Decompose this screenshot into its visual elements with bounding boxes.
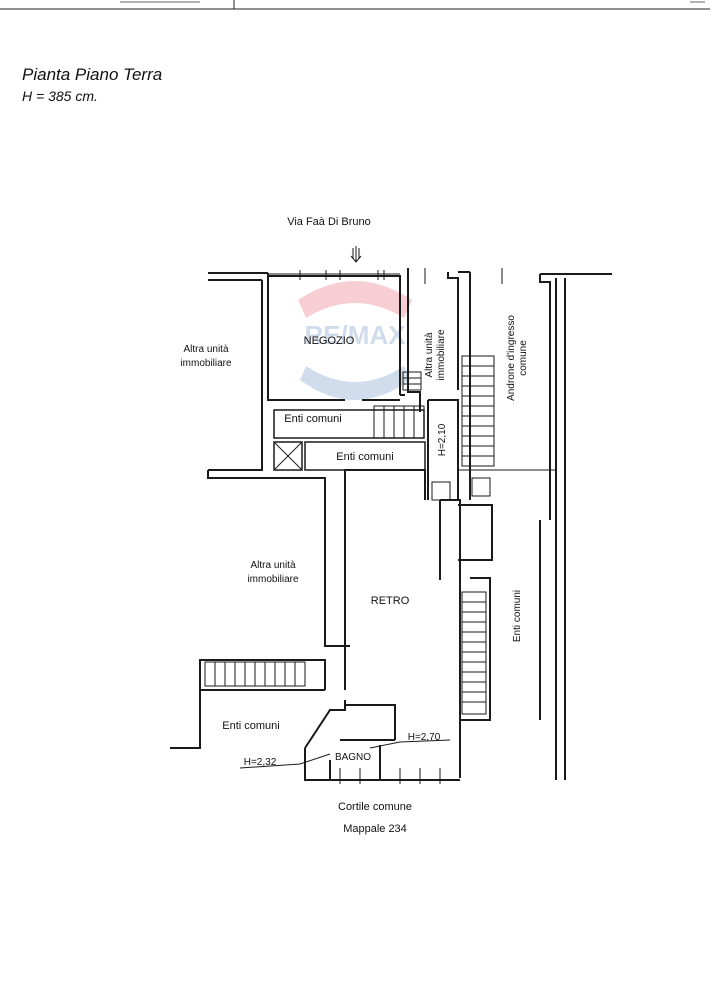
plan-heading: Pianta Piano Terra H = 385 cm.: [22, 64, 162, 106]
enti-comuni-middle-label: Enti comuni: [336, 451, 393, 463]
retro-label: RETRO: [371, 595, 410, 607]
h270-label: H=2,70: [408, 732, 441, 743]
altra-unita-vertical-label-1: Altra unità: [424, 332, 435, 377]
altra-unita-mid-label-2: immobiliare: [247, 574, 299, 585]
leader-h270: [369, 739, 451, 749]
header-table-border: [0, 0, 710, 10]
leader-h232: [239, 753, 331, 769]
cortile-label: Cortile comune: [338, 801, 412, 813]
stairs: [204, 355, 495, 715]
svg-text:RE/MAX: RE/MAX: [304, 320, 406, 350]
watermark-logo: RE/MAX: [298, 281, 412, 400]
androne-label-1: Androne d'ingresso: [506, 315, 517, 401]
bagno-label: BAGNO: [335, 752, 371, 763]
street-label: Via Faà Di Bruno: [287, 216, 371, 228]
h232-label: H=2,32: [244, 757, 277, 768]
plan-title: Pianta Piano Terra: [22, 65, 163, 84]
mappale-label: Mappale 234: [343, 823, 407, 835]
altra-unita-topleft-label-2: immobiliare: [180, 358, 232, 369]
plan-height: H = 385 cm.: [22, 88, 98, 104]
facade-windows: [299, 268, 503, 784]
altra-unita-vertical-label-2: immobiliare: [436, 329, 447, 381]
enti-comuni-lower-label: Enti comuni: [222, 720, 279, 732]
androne-label-2: comune: [518, 340, 529, 376]
negozio-label: NEGOZIO: [304, 335, 355, 347]
altra-unita-topleft-label-1: Altra unità: [183, 344, 228, 355]
enti-comuni-upper-label: Enti comuni: [284, 413, 341, 425]
enti-comuni-right-label: Enti comuni: [512, 590, 523, 642]
altra-unita-mid-label-1: Altra unità: [250, 560, 295, 571]
entrance-arrow-icon: [350, 246, 362, 263]
h210-label: H=2,10: [437, 423, 448, 456]
